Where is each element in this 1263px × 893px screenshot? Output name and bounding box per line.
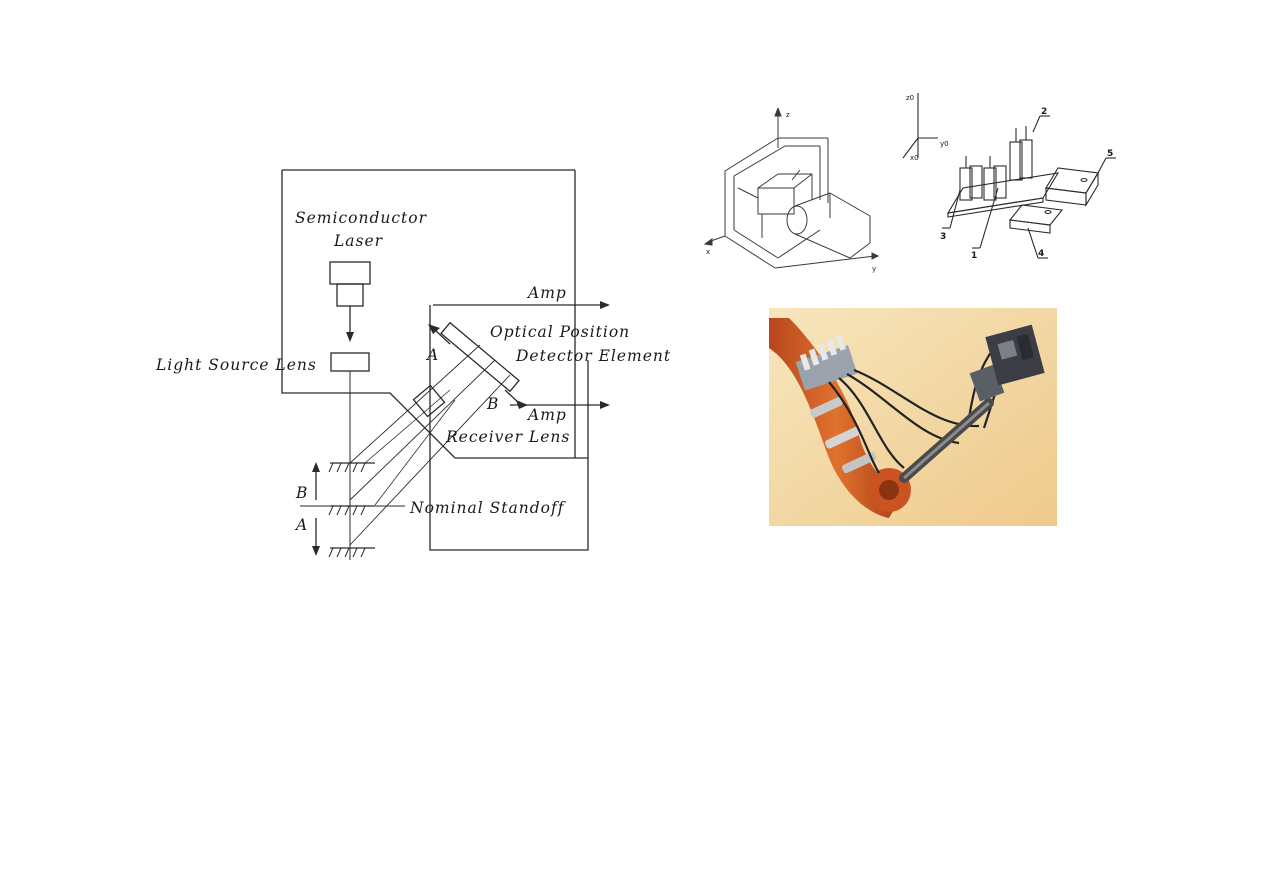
part-label-1: 1 — [971, 251, 977, 261]
sensor-head — [969, 324, 1045, 402]
label-standoff-b: B — [295, 484, 308, 502]
label-receiver-lens: Receiver Lens — [445, 428, 570, 446]
fixture-diagram: z0 y0 x0 1 2 3 4 5 — [902, 93, 1116, 261]
label-axis-y0: y0 — [940, 140, 949, 148]
label-optical-position: Optical Position — [490, 323, 630, 341]
label-detector-element: Detector Element — [515, 347, 671, 365]
label-axis-z0: z0 — [906, 94, 914, 102]
label-laser: Laser — [333, 232, 384, 250]
label-axis-x0: x0 — [910, 154, 919, 162]
label-axis-x: x — [706, 248, 710, 256]
label-semiconductor: Semiconductor — [295, 209, 428, 227]
label-axis-y: y — [872, 265, 876, 273]
part-label-3: 3 — [940, 232, 946, 242]
label-axis-z: z — [786, 111, 790, 119]
laser-sensor-diagram: Semiconductor Laser Light Source Lens Op… — [155, 169, 671, 560]
receiver-lens — [412, 384, 446, 418]
part-label-2: 2 — [1041, 107, 1047, 117]
laser-body — [329, 261, 371, 285]
part-label-5: 5 — [1107, 149, 1113, 159]
label-detector-a: A — [425, 346, 439, 364]
light-source-lens — [330, 352, 370, 372]
label-nominal-standoff: Nominal Standoff — [409, 499, 567, 517]
label-amp-bottom: Amp — [526, 406, 567, 424]
label-amp-top: Amp — [526, 284, 567, 302]
housing-outline — [429, 305, 589, 551]
label-light-source-lens: Light Source Lens — [155, 356, 317, 374]
robot-arm-photo — [769, 308, 1057, 526]
label-detector-b: B — [486, 395, 499, 413]
label-standoff-a: A — [294, 516, 308, 534]
detector-element — [440, 321, 520, 393]
axis-box-diagram: z x y — [703, 108, 880, 273]
part-label-4: 4 — [1038, 249, 1044, 259]
valve-block — [795, 345, 858, 391]
